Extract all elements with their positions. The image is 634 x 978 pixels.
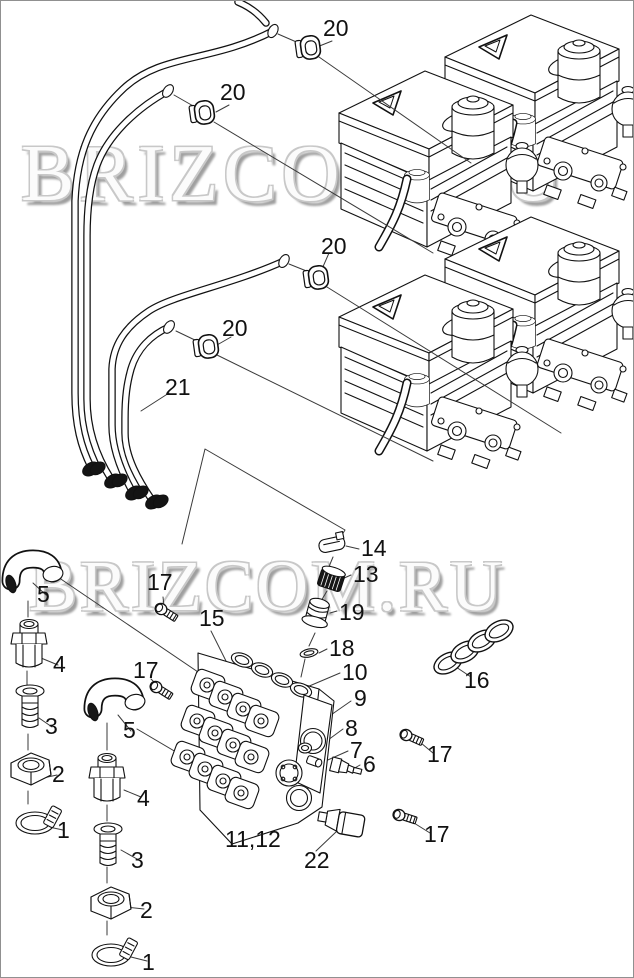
solenoid-coils [170, 668, 280, 810]
part-label-7: 7 [350, 737, 363, 763]
part-label-20: 20 [323, 15, 349, 41]
part-label-19: 19 [339, 599, 365, 625]
part-label-15: 15 [199, 605, 225, 631]
part-label-17: 17 [424, 821, 450, 847]
tube-bundle-21 [71, 1, 290, 510]
elbow-ring-8 [297, 742, 313, 754]
part-label-3: 3 [45, 713, 58, 739]
part-label-8: 8 [345, 715, 358, 741]
manifold-top-ports [230, 652, 313, 698]
small-clamp-14 [318, 530, 346, 554]
part-label-2: 2 [52, 761, 65, 787]
part-label-13: 13 [353, 561, 379, 587]
part-label-11-12: 11,12 [225, 826, 281, 852]
hose-barb-6 [329, 756, 363, 775]
part-label-3: 3 [131, 847, 144, 873]
part-label-2: 2 [140, 897, 153, 923]
part-label-5: 5 [37, 581, 50, 607]
part-label-4: 4 [137, 785, 150, 811]
solenoid-valve-manifold [170, 652, 335, 845]
tube-end-connectors [82, 461, 169, 510]
part-label-17: 17 [147, 569, 173, 595]
part-label-17: 17 [427, 741, 453, 767]
part-label-21: 21 [165, 374, 191, 400]
part-label-18: 18 [329, 635, 355, 661]
nut-7 [306, 755, 323, 768]
part-label-4: 4 [53, 651, 66, 677]
part-label-1: 1 [142, 949, 155, 975]
part-label-20: 20 [220, 79, 246, 105]
part-label-20: 20 [222, 315, 248, 341]
filter-fitting-19 [301, 597, 330, 629]
part-label-14: 14 [361, 535, 387, 561]
knurled-nut-13 [317, 565, 346, 593]
part-label-1: 1 [57, 817, 70, 843]
pump-flanges [275, 759, 313, 812]
part-label-9: 9 [354, 685, 367, 711]
part-label-16: 16 [464, 667, 490, 693]
pressure-sensor-22 [317, 808, 366, 838]
washer-18 [299, 648, 319, 658]
watermark-text-2: BRIZCOM.RU [29, 546, 506, 626]
part-label-17: 17 [133, 657, 159, 683]
part-label-22: 22 [304, 847, 330, 873]
part-label-10: 10 [342, 659, 368, 685]
part-label-6: 6 [363, 751, 376, 777]
part-label-20: 20 [321, 233, 347, 259]
part-label-5: 5 [123, 717, 136, 743]
